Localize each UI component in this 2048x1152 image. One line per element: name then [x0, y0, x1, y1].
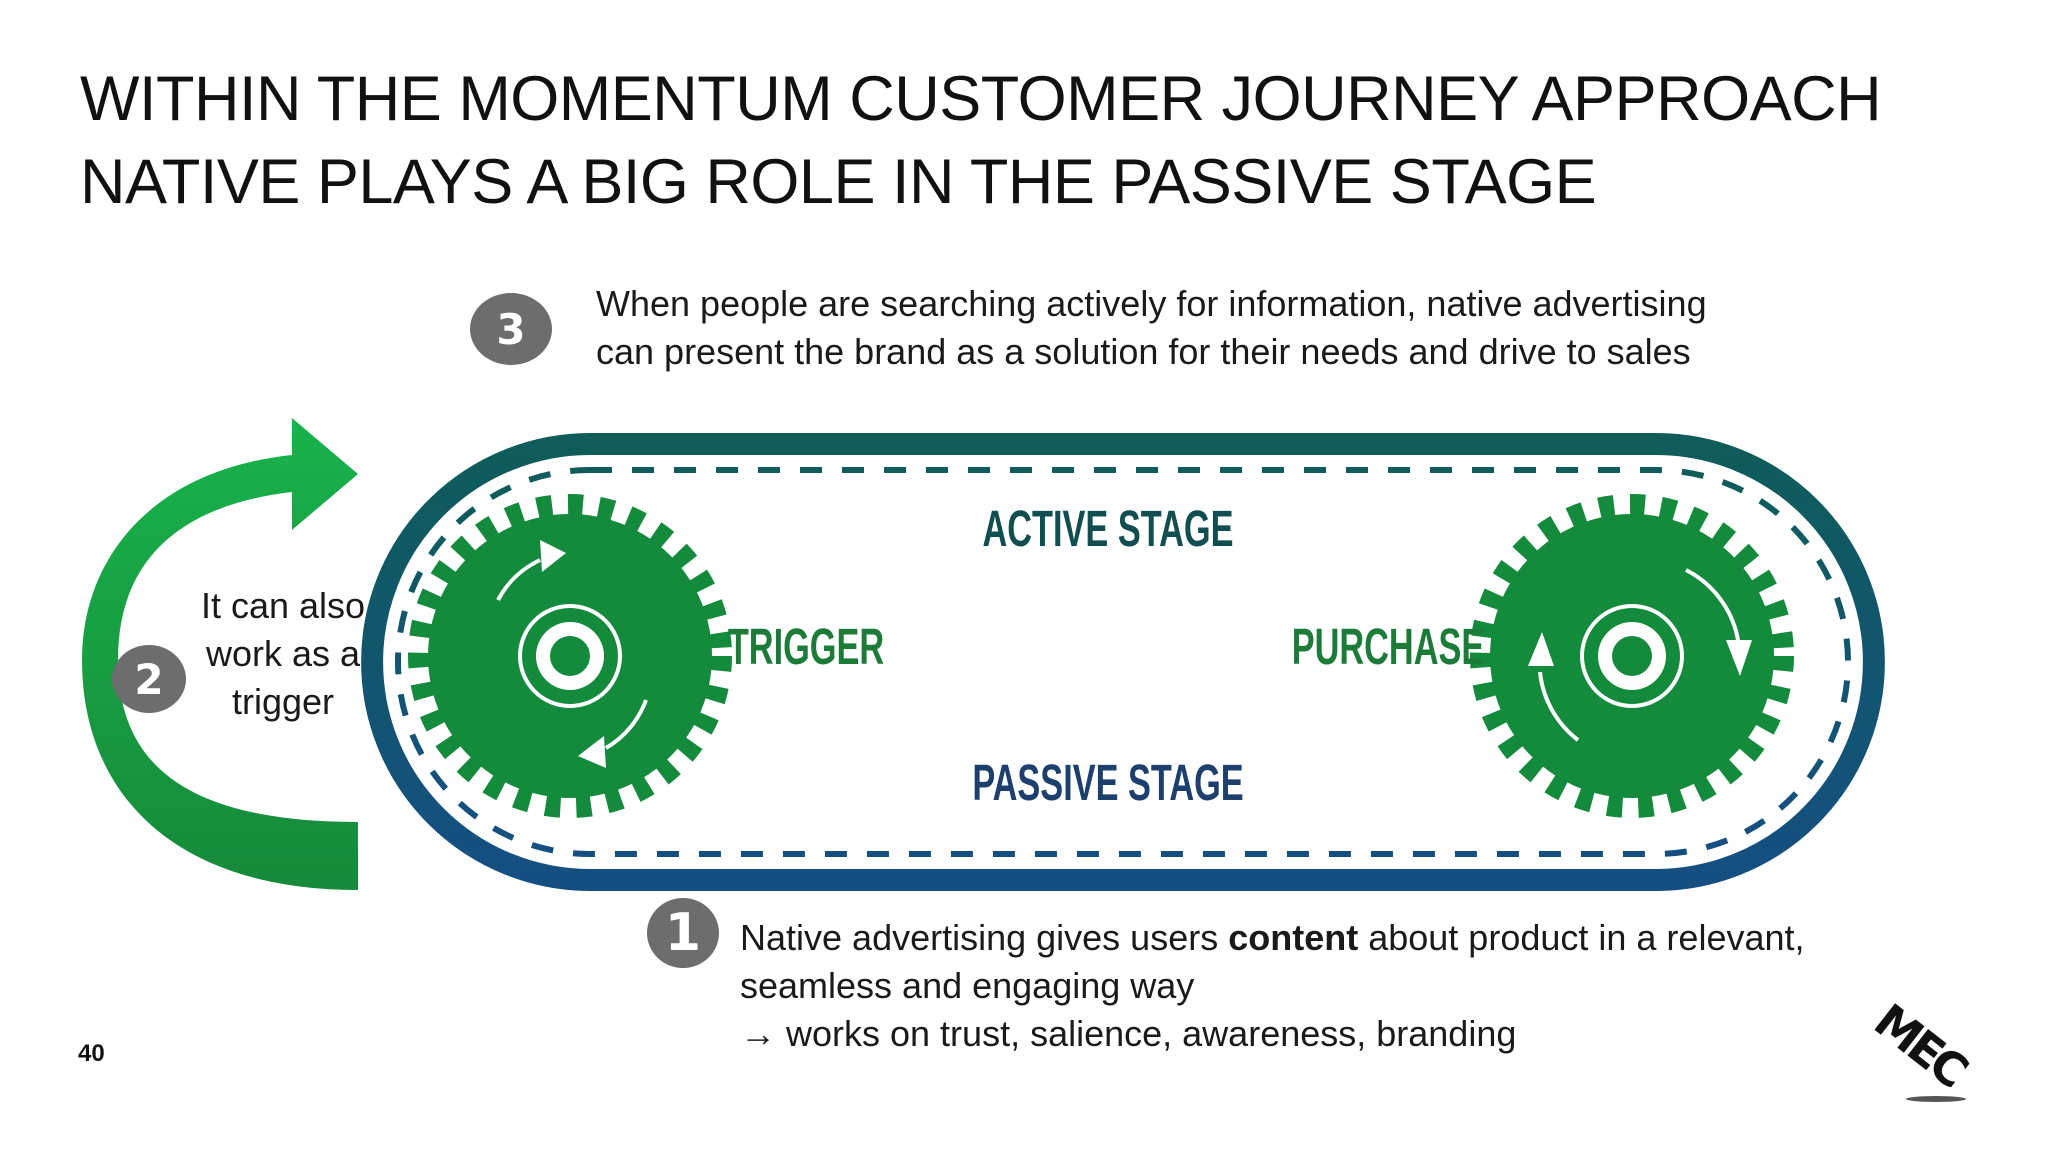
step-3-text: When people are searching actively for i…: [596, 280, 1746, 376]
passive-stage-label: PASSIVE STAGE: [972, 756, 1243, 812]
active-stage-label: ACTIVE STAGE: [983, 502, 1234, 558]
svg-text:MEC: MEC: [1864, 993, 1976, 1097]
gear-icon: [428, 514, 712, 798]
step-1-text-prefix: Native advertising gives users: [740, 917, 1228, 958]
step-2-text: It can also work as a trigger: [188, 582, 378, 726]
step-1-text-bold: content: [1228, 917, 1358, 958]
trigger-label: TRIGGER: [728, 620, 884, 676]
step-1-badge: 1: [647, 898, 719, 968]
purchase-label: PURCHASE: [1292, 620, 1485, 676]
page-number: 40: [78, 1040, 105, 1068]
step-3-badge: 3: [470, 293, 552, 365]
step-2-badge: 2: [112, 645, 186, 713]
step-1-bullet: → works on trust, salience, awareness, b…: [740, 1013, 1516, 1054]
mec-logo: MEC: [1860, 985, 1980, 1105]
step-1-text: Native advertising gives users content a…: [740, 914, 1840, 1058]
gear-icon: [1490, 514, 1774, 798]
